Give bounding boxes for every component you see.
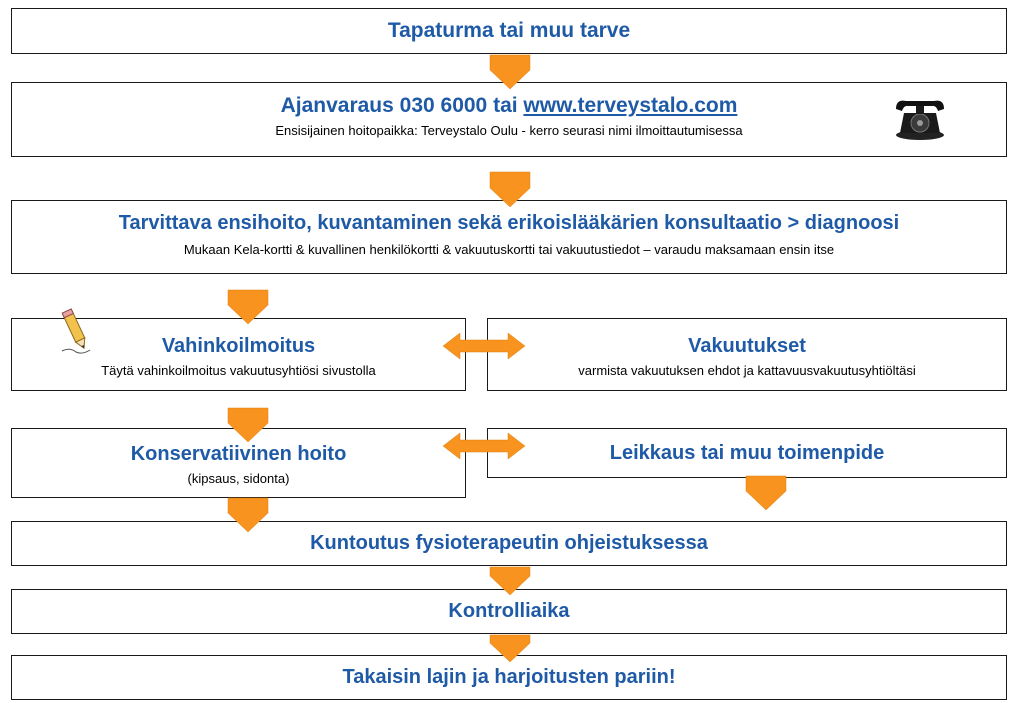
step-control: Kontrolliaika <box>11 589 1007 634</box>
step-booking: Ajanvaraus 030 6000 tai www.terveystalo.… <box>11 82 1007 157</box>
arrow-down-6-right <box>745 475 787 511</box>
step-accident-title: Tapaturma tai muu tarve <box>387 19 631 42</box>
telephone-icon <box>896 100 944 140</box>
step-insurance-subtitle: varmista vakuutuksen ehdot ja kattavuusv… <box>578 363 916 378</box>
step-booking-title: Ajanvaraus 030 6000 tai www.terveystalo.… <box>12 94 1006 118</box>
step-accident: Tapaturma tai muu tarve <box>11 8 1007 54</box>
step-damage-report-title: Vahinkoilmoitus <box>161 335 316 357</box>
step-first-aid-subtitle: Mukaan Kela-kortti & kuvallinen henkilök… <box>183 242 835 257</box>
step-booking-subtitle: Ensisijainen hoitopaikka: Terveystalo Ou… <box>275 123 743 138</box>
step-insurance-title: Vakuutukset <box>688 335 806 357</box>
step-rehab: Kuntoutus fysioterapeutin ohjeistuksessa <box>11 521 1007 566</box>
terveystalo-link[interactable]: www.terveystalo.com <box>523 94 738 117</box>
step-first-aid-title: Tarvittava ensihoito, kuvantaminen sekä … <box>118 212 900 234</box>
pencil-icon <box>61 308 91 354</box>
step-back-title: Takaisin lajin ja harjoitusten pariin! <box>342 666 676 688</box>
step-back: Takaisin lajin ja harjoitusten pariin! <box>11 655 1007 700</box>
step-damage-report: Vahinkoilmoitus Täytä vahinkoilmoitus va… <box>11 308 466 391</box>
step-conservative: Konservatiivinen hoito (kipsaus, sidonta… <box>11 428 466 498</box>
step-control-title: Kontrolliaika <box>448 600 570 622</box>
step-insurance: Vakuutukset varmista vakuutuksen ehdot j… <box>487 318 1007 391</box>
booking-phone-text: Ajanvaraus 030 6000 tai <box>280 94 524 117</box>
step-damage-report-subtitle: Täytä vahinkoilmoitus vakuutusyhtiösi si… <box>101 363 376 378</box>
step-rehab-title: Kuntoutus fysioterapeutin ohjeistuksessa <box>310 532 708 554</box>
step-conservative-subtitle: (kipsaus, sidonta) <box>187 471 290 486</box>
step-surgery: Leikkaus tai muu toimenpide <box>487 428 1007 478</box>
step-first-aid: Tarvittava ensihoito, kuvantaminen sekä … <box>11 200 1007 274</box>
step-surgery-title: Leikkaus tai muu toimenpide <box>609 442 885 464</box>
step-conservative-title: Konservatiivinen hoito <box>130 443 347 465</box>
